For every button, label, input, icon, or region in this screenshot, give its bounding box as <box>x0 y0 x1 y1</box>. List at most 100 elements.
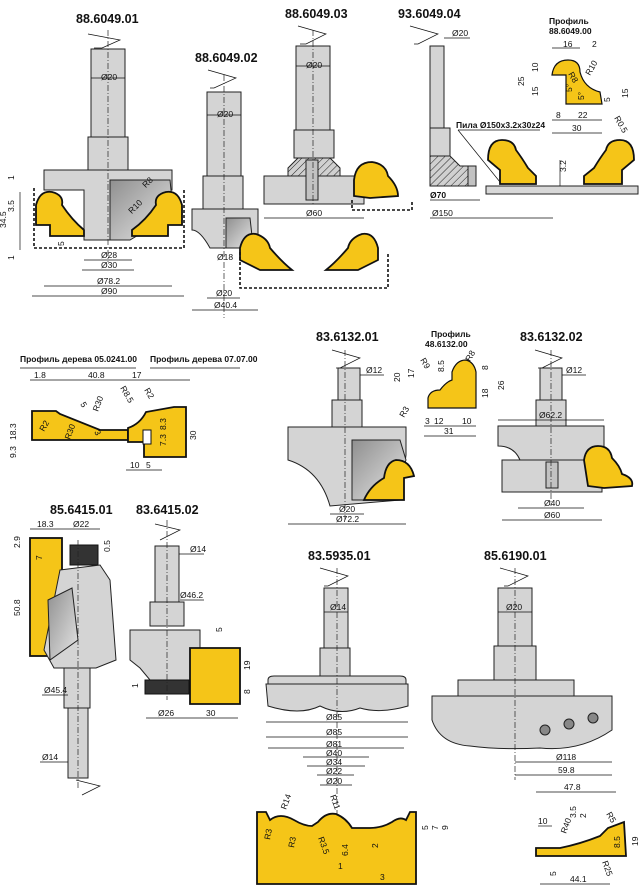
svg-text:8: 8 <box>242 689 252 694</box>
tool-83-6415-02: 83.6415.02 Ø14 Ø46.2 5 19 8 1 Ø26 30 <box>129 503 252 719</box>
svg-text:R5: R5 <box>604 810 618 825</box>
svg-text:Ø150: Ø150 <box>432 208 453 218</box>
workpiece-right <box>583 139 635 185</box>
svg-text:10: 10 <box>538 816 548 826</box>
svg-text:Ø12: Ø12 <box>566 365 582 375</box>
svg-text:Ø14: Ø14 <box>42 752 58 762</box>
svg-text:R8: R8 <box>463 348 477 363</box>
shank <box>429 45 445 129</box>
rotation-arrow-icon <box>409 25 439 45</box>
profile-title-right: Профиль дерева 07.07.00 <box>150 354 258 364</box>
tool-code: 83.6132.02 <box>520 330 583 344</box>
svg-text:1: 1 <box>6 255 16 260</box>
svg-text:5: 5 <box>420 825 430 830</box>
svg-text:12: 12 <box>434 416 444 426</box>
profile-48-6132-00: Профиль 48.6132.00 20 17 8.5 8 18 26 R9 … <box>392 329 506 437</box>
svg-text:Ø90: Ø90 <box>101 286 117 296</box>
svg-text:R30: R30 <box>90 394 105 412</box>
dimensions: Ø28 Ø30 Ø78.2 Ø90 1 3.5 34.5 5 1 <box>0 175 184 297</box>
tool-code: 83.6415.02 <box>136 503 199 517</box>
tool-88-6049-03: 88.6049.03 Ø20 Ø60 <box>263 7 413 219</box>
svg-text:9: 9 <box>440 825 450 830</box>
svg-text:40.8: 40.8 <box>88 370 105 380</box>
svg-text:3: 3 <box>92 428 103 437</box>
svg-text:31: 31 <box>444 426 454 436</box>
svg-text:R3: R3 <box>397 404 411 419</box>
saw-blade <box>485 185 639 195</box>
svg-text:R40: R40 <box>558 816 573 834</box>
svg-text:3.5: 3.5 <box>6 200 16 212</box>
svg-text:8.3: 8.3 <box>158 418 168 430</box>
cutter-body <box>431 695 613 750</box>
lower-hub <box>63 667 91 709</box>
svg-text:30: 30 <box>572 123 582 133</box>
svg-text:1: 1 <box>338 861 343 871</box>
profile-pair-05-0241-00: Профиль дерева 05.0241.00 Профиль дерева… <box>8 354 258 471</box>
svg-text:19: 19 <box>630 836 640 846</box>
svg-text:Ø85: Ø85 <box>326 712 342 722</box>
svg-text:47.8: 47.8 <box>564 782 581 792</box>
svg-text:Ø14: Ø14 <box>190 544 206 554</box>
hub <box>293 129 335 159</box>
svg-text:17: 17 <box>406 368 416 378</box>
svg-text:Ø22: Ø22 <box>326 766 342 776</box>
tool-code: 85.6190.01 <box>484 549 547 563</box>
svg-text:Ø60: Ø60 <box>544 510 560 520</box>
svg-text:2: 2 <box>592 39 597 49</box>
svg-text:5: 5 <box>214 627 224 632</box>
svg-text:30: 30 <box>188 430 198 440</box>
svg-text:15: 15 <box>620 88 630 98</box>
svg-text:30: 30 <box>206 708 216 718</box>
svg-text:1: 1 <box>130 683 140 688</box>
tool-code: 83.5935.01 <box>308 549 371 563</box>
svg-text:0.5: 0.5 <box>102 540 112 552</box>
svg-text:Ø60: Ø60 <box>306 208 322 218</box>
profile-title-left: Профиль дерева 05.0241.00 <box>20 354 137 364</box>
svg-text:R0.5: R0.5 <box>612 114 630 135</box>
svg-text:7: 7 <box>34 555 44 560</box>
dim-shank: Ø20 <box>101 72 117 82</box>
profile-shape <box>551 59 603 105</box>
svg-text:5: 5 <box>602 97 612 102</box>
workpiece <box>189 647 241 705</box>
svg-text:R3: R3 <box>262 828 274 841</box>
saw-label: Пила Ø150x3.2x30z24 <box>456 120 545 130</box>
workpiece-profile <box>256 811 417 885</box>
svg-text:R25: R25 <box>600 859 615 877</box>
svg-text:16: 16 <box>563 39 573 49</box>
tool-code: 83.6132.01 <box>316 330 379 344</box>
svg-text:R8.5: R8.5 <box>118 384 136 405</box>
svg-text:5: 5 <box>548 871 558 876</box>
tool-85-6415-01: 85.6415.01 18.3 Ø22 2.9 7 0.5 50.8 Ø45.4… <box>12 503 117 796</box>
svg-text:5°: 5° <box>576 92 586 100</box>
svg-text:Ø78.2: Ø78.2 <box>97 276 120 286</box>
svg-text:6.4: 6.4 <box>340 844 350 856</box>
rotation-arrow-icon <box>75 779 102 796</box>
svg-text:Ø20: Ø20 <box>306 60 322 70</box>
svg-text:20: 20 <box>392 372 402 382</box>
svg-text:R9: R9 <box>418 356 432 371</box>
svg-text:5: 5 <box>78 400 89 409</box>
svg-text:2: 2 <box>370 843 380 848</box>
svg-text:1: 1 <box>6 175 16 180</box>
svg-text:15: 15 <box>530 86 540 96</box>
svg-text:R2: R2 <box>37 418 51 433</box>
svg-text:R11: R11 <box>328 793 343 811</box>
svg-text:59.8: 59.8 <box>558 765 575 775</box>
svg-text:7.3: 7.3 <box>158 434 168 446</box>
tool-85-6190-01: 85.6190.01 Ø20 Ø118 59.8 <box>431 549 613 780</box>
svg-text:Ø30: Ø30 <box>101 260 117 270</box>
svg-text:Ø20: Ø20 <box>452 28 468 38</box>
svg-text:Ø28: Ø28 <box>101 250 117 260</box>
profile-left-shape <box>31 410 129 441</box>
rotation-arrow-icon <box>297 25 327 45</box>
profile-right-shape <box>127 406 187 458</box>
svg-text:Ø62.2: Ø62.2 <box>539 410 562 420</box>
svg-text:Ø26: Ø26 <box>158 708 174 718</box>
rotation-arrow-icon <box>331 349 361 369</box>
svg-text:3.2: 3.2 <box>558 160 568 172</box>
svg-text:Ø20: Ø20 <box>506 602 522 612</box>
svg-text:Ø20: Ø20 <box>217 109 233 119</box>
svg-text:R10: R10 <box>583 58 600 77</box>
svg-text:17: 17 <box>132 370 142 380</box>
